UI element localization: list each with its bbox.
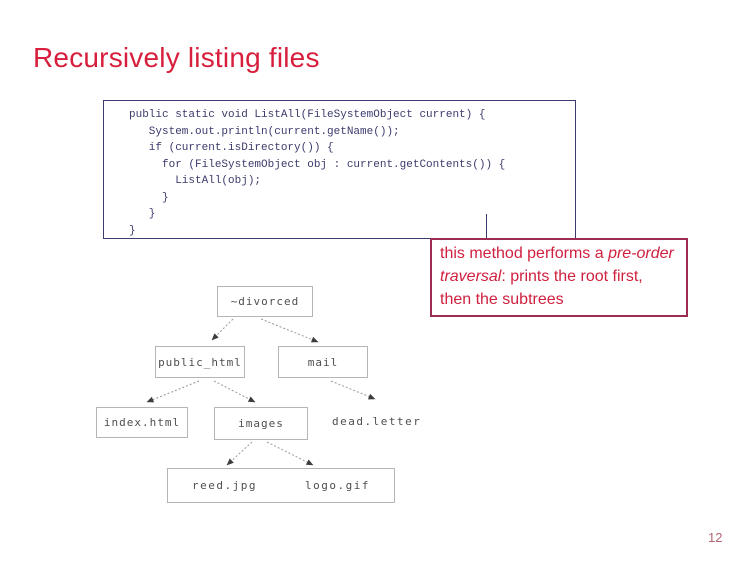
code-line: if (current.isDirectory()) { xyxy=(129,142,334,154)
tree-node-reed-jpg: reed.jpg xyxy=(192,479,257,492)
tree-node-label: images xyxy=(238,417,284,430)
tree-node-dead-letter: dead.letter xyxy=(332,415,422,428)
edge-images-logo xyxy=(266,441,314,466)
code-line: } xyxy=(129,224,136,237)
java-code-block: public static void ListAll(FileSystemObj… xyxy=(103,100,576,239)
edge-mail-dead-letter xyxy=(330,380,376,400)
tree-node-images: images xyxy=(214,407,308,440)
tree-bottom-files-box: reed.jpg logo.gif xyxy=(167,468,395,503)
edge-public-html-images xyxy=(213,380,256,403)
code-line: System.out.println(current.getName()); xyxy=(129,125,400,138)
code-line: public static void ListAll(FileSystemObj… xyxy=(129,109,486,121)
tree-node-public-html: public_html xyxy=(155,346,245,378)
callout-leader-line xyxy=(486,214,487,238)
tree-node-index-html: index.html xyxy=(96,407,188,438)
slide-title: Recursively listing files xyxy=(33,42,320,73)
tree-node-mail: mail xyxy=(278,346,368,378)
edge-root-public-html xyxy=(211,318,234,341)
edge-images-reed xyxy=(226,441,253,466)
tree-node-logo-gif: logo.gif xyxy=(305,479,370,492)
callout-italic-text: pre-order traversal xyxy=(440,245,674,285)
code-line: ListAll(obj); xyxy=(129,175,262,187)
tree-node-label: mail xyxy=(307,355,339,369)
tree-node-label: public_html xyxy=(158,355,242,369)
code-line: } xyxy=(129,208,156,220)
page-number: 12 xyxy=(708,530,723,545)
callout-text-after: : prints the root first, then the subtre… xyxy=(440,268,643,308)
edge-root-mail xyxy=(260,318,319,343)
tree-node-label: ~divorced xyxy=(230,295,300,308)
preorder-traversal-callout: this method performs a pre-order travers… xyxy=(430,238,688,317)
tree-node-label: index.html xyxy=(103,416,181,429)
tree-node-root: ~divorced xyxy=(217,286,313,317)
edge-public-html-index xyxy=(146,380,200,403)
callout-text-before: this method performs a xyxy=(440,245,609,262)
code-line: } xyxy=(129,191,169,204)
code-line: for (FileSystemObject obj : current.getC… xyxy=(129,158,506,171)
